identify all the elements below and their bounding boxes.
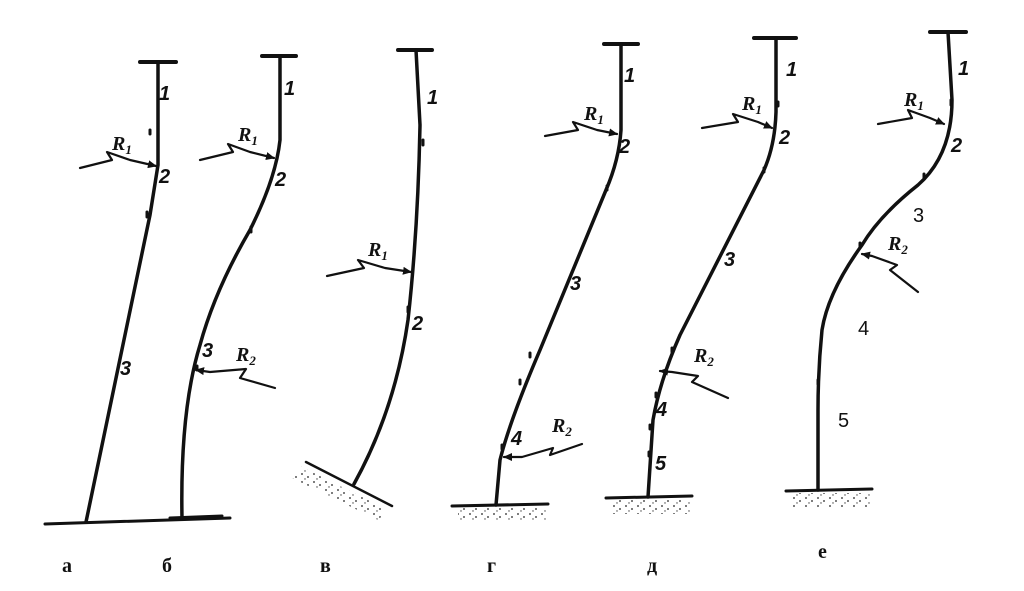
panel-d-letter: д — [647, 555, 657, 577]
panel-e-force-r1-label: R1 — [903, 89, 924, 113]
panel-v-force-r1-arrow — [325, 258, 413, 278]
panel-e-force-r1-arrow — [876, 108, 946, 126]
panel-v: R1 1 2 в — [292, 48, 438, 577]
panel-a-segment-2: 2 — [158, 166, 170, 188]
panel-d-segment-1: 1 — [786, 59, 797, 81]
panel-d-force-r2-arrow — [658, 367, 730, 400]
panel-g-force-r1-arrow — [543, 120, 619, 138]
panel-v-letter: в — [320, 555, 331, 577]
panel-a: R1 1 2 3 а — [43, 60, 232, 577]
panel-b-force-r1-arrow — [198, 142, 276, 162]
panel-d-force-r1-label: R1 — [741, 93, 762, 117]
panel-g-segment-3: 3 — [570, 273, 581, 295]
panel-b-segment-3: 3 — [202, 340, 213, 362]
panel-b-ground-line — [168, 514, 224, 520]
panel-d-ground-line — [604, 494, 694, 500]
panel-d: R1 R2 1 2 3 4 5 д — [604, 36, 798, 577]
panel-e-soil — [790, 493, 870, 507]
panel-g-segment-4: 4 — [510, 428, 522, 450]
panel-e: R1 R2 1 2 3 4 5 е — [784, 30, 969, 563]
panel-g-segment-2: 2 — [618, 136, 630, 158]
panel-b-segment-1: 1 — [284, 78, 295, 100]
panel-v-joints — [406, 138, 425, 314]
panel-v-pile — [352, 48, 422, 486]
panel-v-soil — [292, 466, 388, 520]
panel-e-segment-2: 2 — [950, 135, 962, 157]
panel-g-force-r1-label: R1 — [583, 103, 604, 127]
panel-e-force-r2-arrow — [860, 251, 920, 294]
panel-d-soil — [610, 500, 690, 514]
panel-b: R1 R2 1 2 3 б — [162, 54, 298, 577]
panel-d-segment-4: 4 — [655, 399, 667, 421]
panel-e-segment-3: 3 — [913, 205, 924, 227]
panel-g-letter: г — [487, 555, 496, 577]
panel-e-segment-4: 4 — [858, 318, 869, 340]
panel-e-pile — [816, 30, 954, 492]
panel-g-force-r2-label: R2 — [551, 415, 572, 439]
panel-e-joints — [816, 98, 953, 386]
panel-e-force-r2-label: R2 — [887, 233, 908, 257]
panel-a-joints — [145, 128, 160, 219]
panel-d-segment-2: 2 — [778, 127, 790, 149]
panel-b-letter: б — [162, 555, 172, 577]
panel-e-ground-line — [784, 487, 874, 493]
panel-g-force-r2-arrow — [502, 442, 584, 461]
panel-b-force-r1-label: R1 — [237, 124, 258, 148]
panel-g-joints — [500, 102, 623, 451]
panel-d-force-r2-label: R2 — [693, 345, 714, 369]
panel-v-segment-2: 2 — [411, 313, 423, 335]
panel-d-joints — [647, 100, 780, 458]
panel-a-segment-1: 1 — [159, 83, 170, 105]
panel-v-ground-line — [304, 460, 394, 508]
panel-e-segment-5: 5 — [838, 410, 849, 432]
panel-b-force-r2-arrow — [194, 367, 277, 390]
panel-e-letter: е — [818, 541, 827, 563]
panel-b-joints — [195, 120, 282, 372]
panel-v-force-r1-label: R1 — [367, 239, 388, 263]
panel-d-pile — [646, 36, 778, 499]
panel-v-segment-1: 1 — [427, 87, 438, 109]
panel-g: R1 R2 1 2 3 4 г — [450, 42, 640, 577]
panel-b-pile — [180, 54, 282, 520]
panel-a-pile — [84, 60, 160, 524]
panel-a-force-r1-label: R1 — [111, 133, 132, 157]
panel-b-force-r2-label: R2 — [235, 344, 256, 368]
panel-g-ground-line — [450, 502, 550, 508]
panel-a-segment-3: 3 — [120, 358, 131, 380]
panel-d-segment-3: 3 — [724, 249, 735, 271]
panel-g-segment-1: 1 — [624, 65, 635, 87]
panel-a-ground-line — [43, 516, 232, 526]
panel-a-letter: а — [62, 555, 72, 577]
panel-e-segment-1: 1 — [958, 58, 969, 80]
panel-b-segment-2: 2 — [274, 169, 286, 191]
panel-d-force-r1-arrow — [700, 112, 774, 130]
panel-g-pile — [494, 42, 623, 507]
panel-d-segment-5: 5 — [655, 453, 667, 475]
panel-g-soil — [458, 507, 546, 521]
panel-a-force-r1-arrow — [78, 150, 158, 170]
